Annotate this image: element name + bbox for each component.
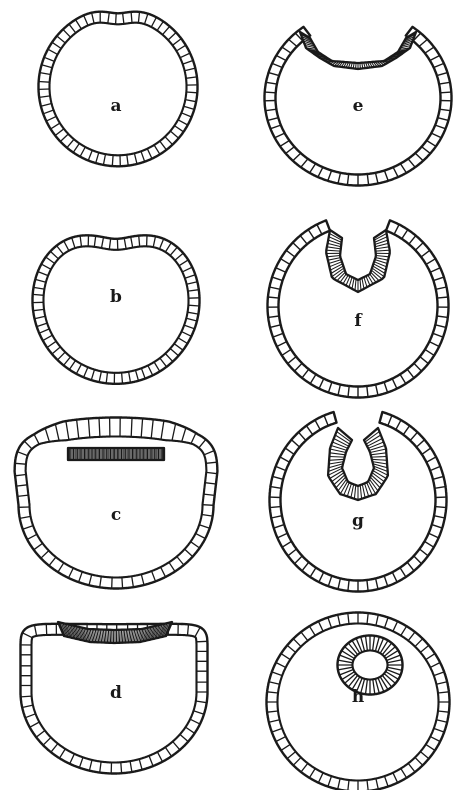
panel-label-a: a: [110, 96, 121, 116]
panel-label-d: d: [110, 683, 122, 703]
panel-label-g: g: [352, 511, 364, 531]
panel-label-c: c: [111, 505, 121, 525]
panel-label-b: b: [110, 287, 122, 307]
panel-label-e: e: [353, 96, 364, 116]
neural-plate: [68, 448, 164, 460]
panel-label-h: h: [352, 687, 364, 707]
